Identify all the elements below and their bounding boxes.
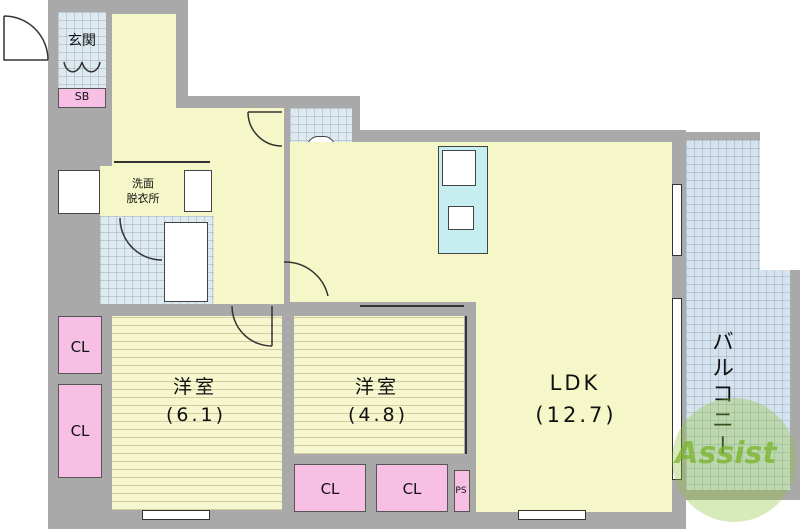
bathtub [164, 222, 208, 302]
western-room-1-floor [112, 316, 282, 510]
closet-2b-label: CL [402, 480, 422, 498]
shoe-box [58, 88, 106, 108]
balcony-label: バルコニー [708, 330, 733, 460]
window-ldk-balcony-1 [672, 184, 682, 256]
entrance-door-swing [3, 15, 49, 61]
pipe-space-label: PS [455, 486, 467, 496]
closet-1a-label: CL [70, 338, 90, 356]
closet-2a-label: CL [320, 480, 340, 498]
washbasin [184, 170, 212, 212]
shoe-box-label: SB [74, 90, 90, 103]
closet-1a [58, 316, 102, 374]
western-room-2-name: 洋室 [354, 376, 399, 398]
balcony-cutout-top [686, 0, 800, 132]
ldk-floor-main [476, 142, 672, 512]
stove [442, 150, 476, 186]
ldk-size: (12.7) [535, 403, 617, 427]
window-ldk [518, 510, 586, 520]
western-room-2-floor [294, 316, 464, 454]
window-ldk-balcony-2 [672, 298, 682, 480]
entrance-label: 玄関 [68, 33, 96, 49]
closet-1b-label: CL [70, 422, 90, 440]
ldk-name: LDK [549, 371, 601, 395]
closet-1b [58, 384, 102, 478]
sink [448, 206, 474, 230]
watermark-text: Assist [675, 436, 777, 471]
entrance-floor [58, 12, 106, 88]
western-room-1-size: (6.1) [165, 404, 227, 426]
washroom-label: 洗面 脱衣所 [126, 177, 160, 205]
closet-2b [376, 464, 448, 512]
western-room-2-size: (4.8) [347, 404, 409, 426]
window-bedroom1 [142, 510, 210, 520]
western-room-1-name: 洋室 [172, 376, 217, 398]
closet-2a [294, 464, 366, 512]
washing-machine [58, 170, 100, 214]
watermark-circle [672, 398, 796, 522]
pipe-space [454, 470, 470, 512]
